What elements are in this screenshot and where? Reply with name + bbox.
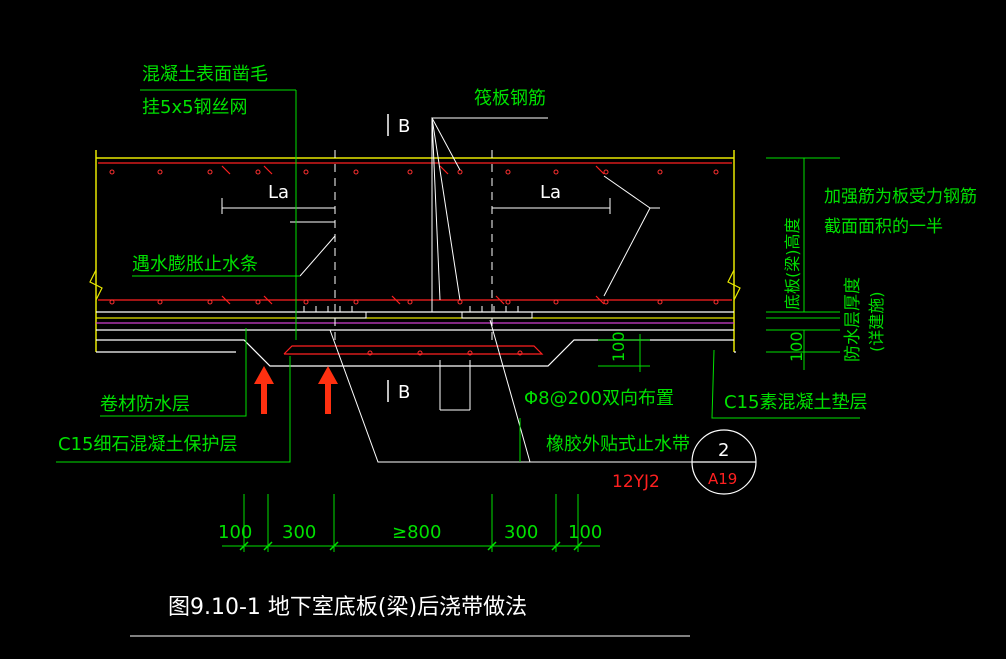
right-dims <box>598 157 840 372</box>
center-lines <box>431 118 471 411</box>
break-symbols <box>89 269 741 301</box>
raft-rebar-label: 筏板钢筋 <box>474 88 546 109</box>
pour-strip-dash <box>334 150 493 340</box>
detail-sheet: A19 <box>708 470 737 488</box>
c15-protect-label: C15细石混凝土保护层 <box>58 434 237 455</box>
rubber-waterstop-label: 橡胶外贴式止水带 <box>546 434 690 455</box>
dim-100-side: 100 <box>787 331 806 362</box>
bottom-dim-ticks <box>239 541 583 551</box>
section-b-top: B <box>398 116 410 137</box>
rebar-ticks <box>221 165 605 305</box>
surface-roughen-label: 混凝土表面凿毛 <box>142 64 268 85</box>
slab-outline <box>95 150 735 352</box>
pit-rebar <box>283 345 544 355</box>
swell-strip-label: 遇水膨胀止水条 <box>132 254 258 275</box>
dim-label-4: 300 <box>504 522 538 543</box>
waterproof-layers <box>96 311 734 331</box>
leader-lines <box>299 117 692 463</box>
green-leaders <box>56 89 860 463</box>
bottom-dims <box>222 494 600 552</box>
c15-cushion-label: C15素混凝土垫层 <box>724 392 867 413</box>
section-b-bottom: B <box>398 382 410 403</box>
wire-mesh-label: 挂5x5钢丝网 <box>142 97 248 118</box>
detail-circle <box>691 429 757 495</box>
reinforce-note-2: 截面面积的一半 <box>824 217 943 237</box>
membrane-waterproof-label: 卷材防水层 <box>100 394 190 415</box>
red-arrows <box>254 366 338 414</box>
rebar-dots <box>109 169 719 356</box>
ref-code-label: 12YJ2 <box>612 472 660 492</box>
figure-caption: 图9.10-1 地下室底板(梁)后浇带做法 <box>168 595 527 620</box>
rebar-spec-label: Φ8@200双向布置 <box>524 388 674 409</box>
slab-height-label: 底板(梁)高度 <box>783 218 802 311</box>
detail-number: 2 <box>718 440 729 461</box>
dim-label-5: 100 <box>568 522 602 543</box>
reinforce-note-1: 加强筋为板受力钢筋 <box>824 187 977 207</box>
la-left-label: La <box>268 182 289 203</box>
dim-label-1: 100 <box>218 522 252 543</box>
la-right-label: La <box>540 182 561 203</box>
la-dims <box>221 198 611 223</box>
top-rebar <box>98 162 732 301</box>
waterproof-thickness-label: 防水层厚度 <box>843 277 863 362</box>
dim-100-pit: 100 <box>609 331 628 362</box>
dim-label-3: ≥800 <box>392 522 441 543</box>
waterproof-thickness-note: (详建施) <box>867 292 886 353</box>
dim-label-2: 300 <box>282 522 316 543</box>
